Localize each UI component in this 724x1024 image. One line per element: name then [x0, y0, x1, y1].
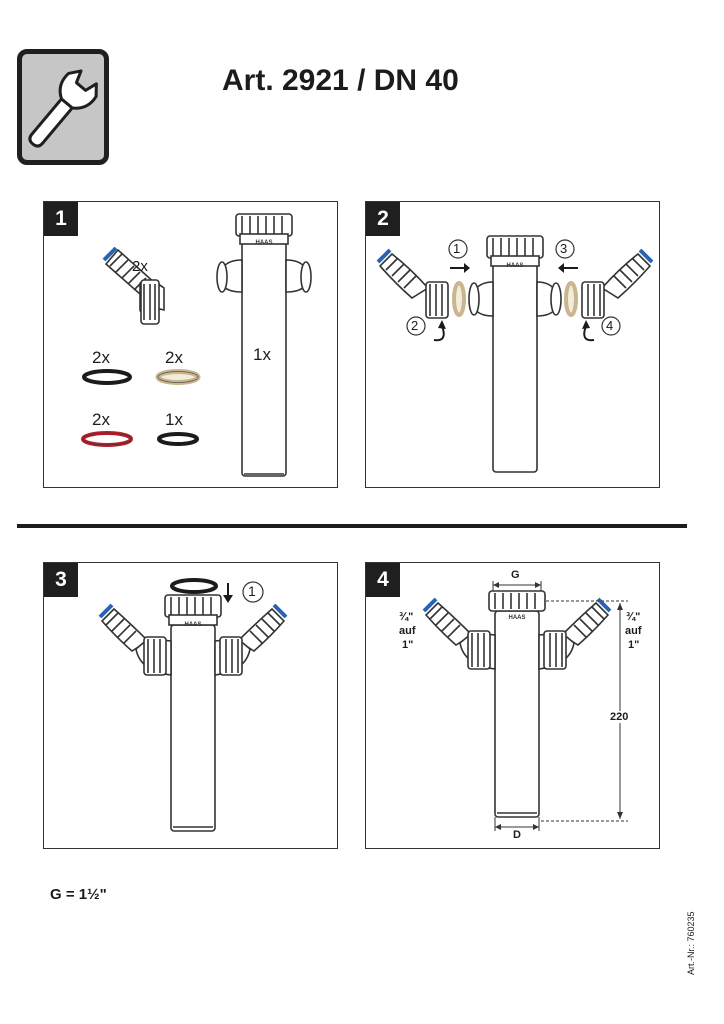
svg-text:HAAS: HAAS [184, 622, 201, 628]
left-size-b: auf [399, 625, 416, 637]
siphon-body [164, 594, 222, 832]
black-ring [170, 578, 218, 594]
article-number: Art.-Nr.: 760235 [686, 911, 696, 975]
brand-mark: HAAS [255, 240, 272, 246]
step-panel-4: 4 HAAS [365, 562, 660, 849]
step-label-2: 2 [411, 318, 419, 333]
thread-size-note: G = 1½" [50, 886, 107, 903]
step-label-3: 3 [560, 241, 568, 256]
beige-ring-right [564, 281, 578, 317]
right-elbow [214, 603, 288, 676]
svg-text:HAAS: HAAS [508, 615, 525, 621]
step-label-4: 4 [606, 318, 614, 333]
step-label-1: 1 [248, 583, 256, 599]
right-elbow [538, 597, 612, 670]
black-ring [82, 369, 132, 385]
left-elbow [422, 597, 496, 670]
black-ring-qty: 2x [92, 348, 110, 367]
arrow-left-icon [558, 263, 564, 273]
step-number: 4 [366, 563, 400, 597]
right-size-c: 1" [628, 639, 640, 651]
step-label-1: 1 [453, 241, 461, 256]
step-panel-3: 3 HAAS 1 [43, 562, 338, 849]
dim-d-label: D [513, 829, 521, 841]
siphon-body [488, 590, 546, 818]
step-number: 3 [44, 563, 78, 597]
right-elbow [581, 248, 654, 319]
svg-text:HAAS: HAAS [506, 263, 523, 269]
left-size-c: 1" [402, 639, 414, 651]
small-ring-qty: 1x [165, 410, 183, 429]
elbow-fitting [102, 246, 165, 325]
right-size-b: auf [625, 625, 642, 637]
dim-g-label: G [511, 569, 520, 581]
siphon-body [468, 235, 562, 473]
rotate-arrow-icon [438, 320, 446, 329]
step-panel-1: 1 [43, 201, 338, 488]
rotate-arrow-icon [582, 320, 590, 329]
beige-ring-left [452, 281, 466, 317]
left-elbow [98, 603, 172, 676]
right-size-a: ¾" [626, 611, 641, 623]
arrow-down-icon [223, 595, 233, 603]
section-divider [17, 524, 687, 528]
siphon-body [216, 213, 312, 477]
arrow-right-icon [464, 263, 470, 273]
dim-height-label: 220 [610, 711, 629, 723]
step-number: 1 [44, 202, 78, 236]
small-black-ring [157, 432, 199, 446]
red-ring-qty: 2x [92, 410, 110, 429]
step-number: 2 [366, 202, 400, 236]
beige-ring-qty: 2x [165, 348, 183, 367]
body-qty: 1x [253, 345, 271, 364]
left-size-a: ¾" [399, 611, 414, 623]
left-elbow [376, 248, 449, 319]
step-panel-2: 2 HAAS [365, 201, 660, 488]
wrench-icon [17, 49, 109, 165]
elbow-qty: 2x [132, 258, 148, 275]
page-title: Art. 2921 / DN 40 [222, 64, 459, 97]
